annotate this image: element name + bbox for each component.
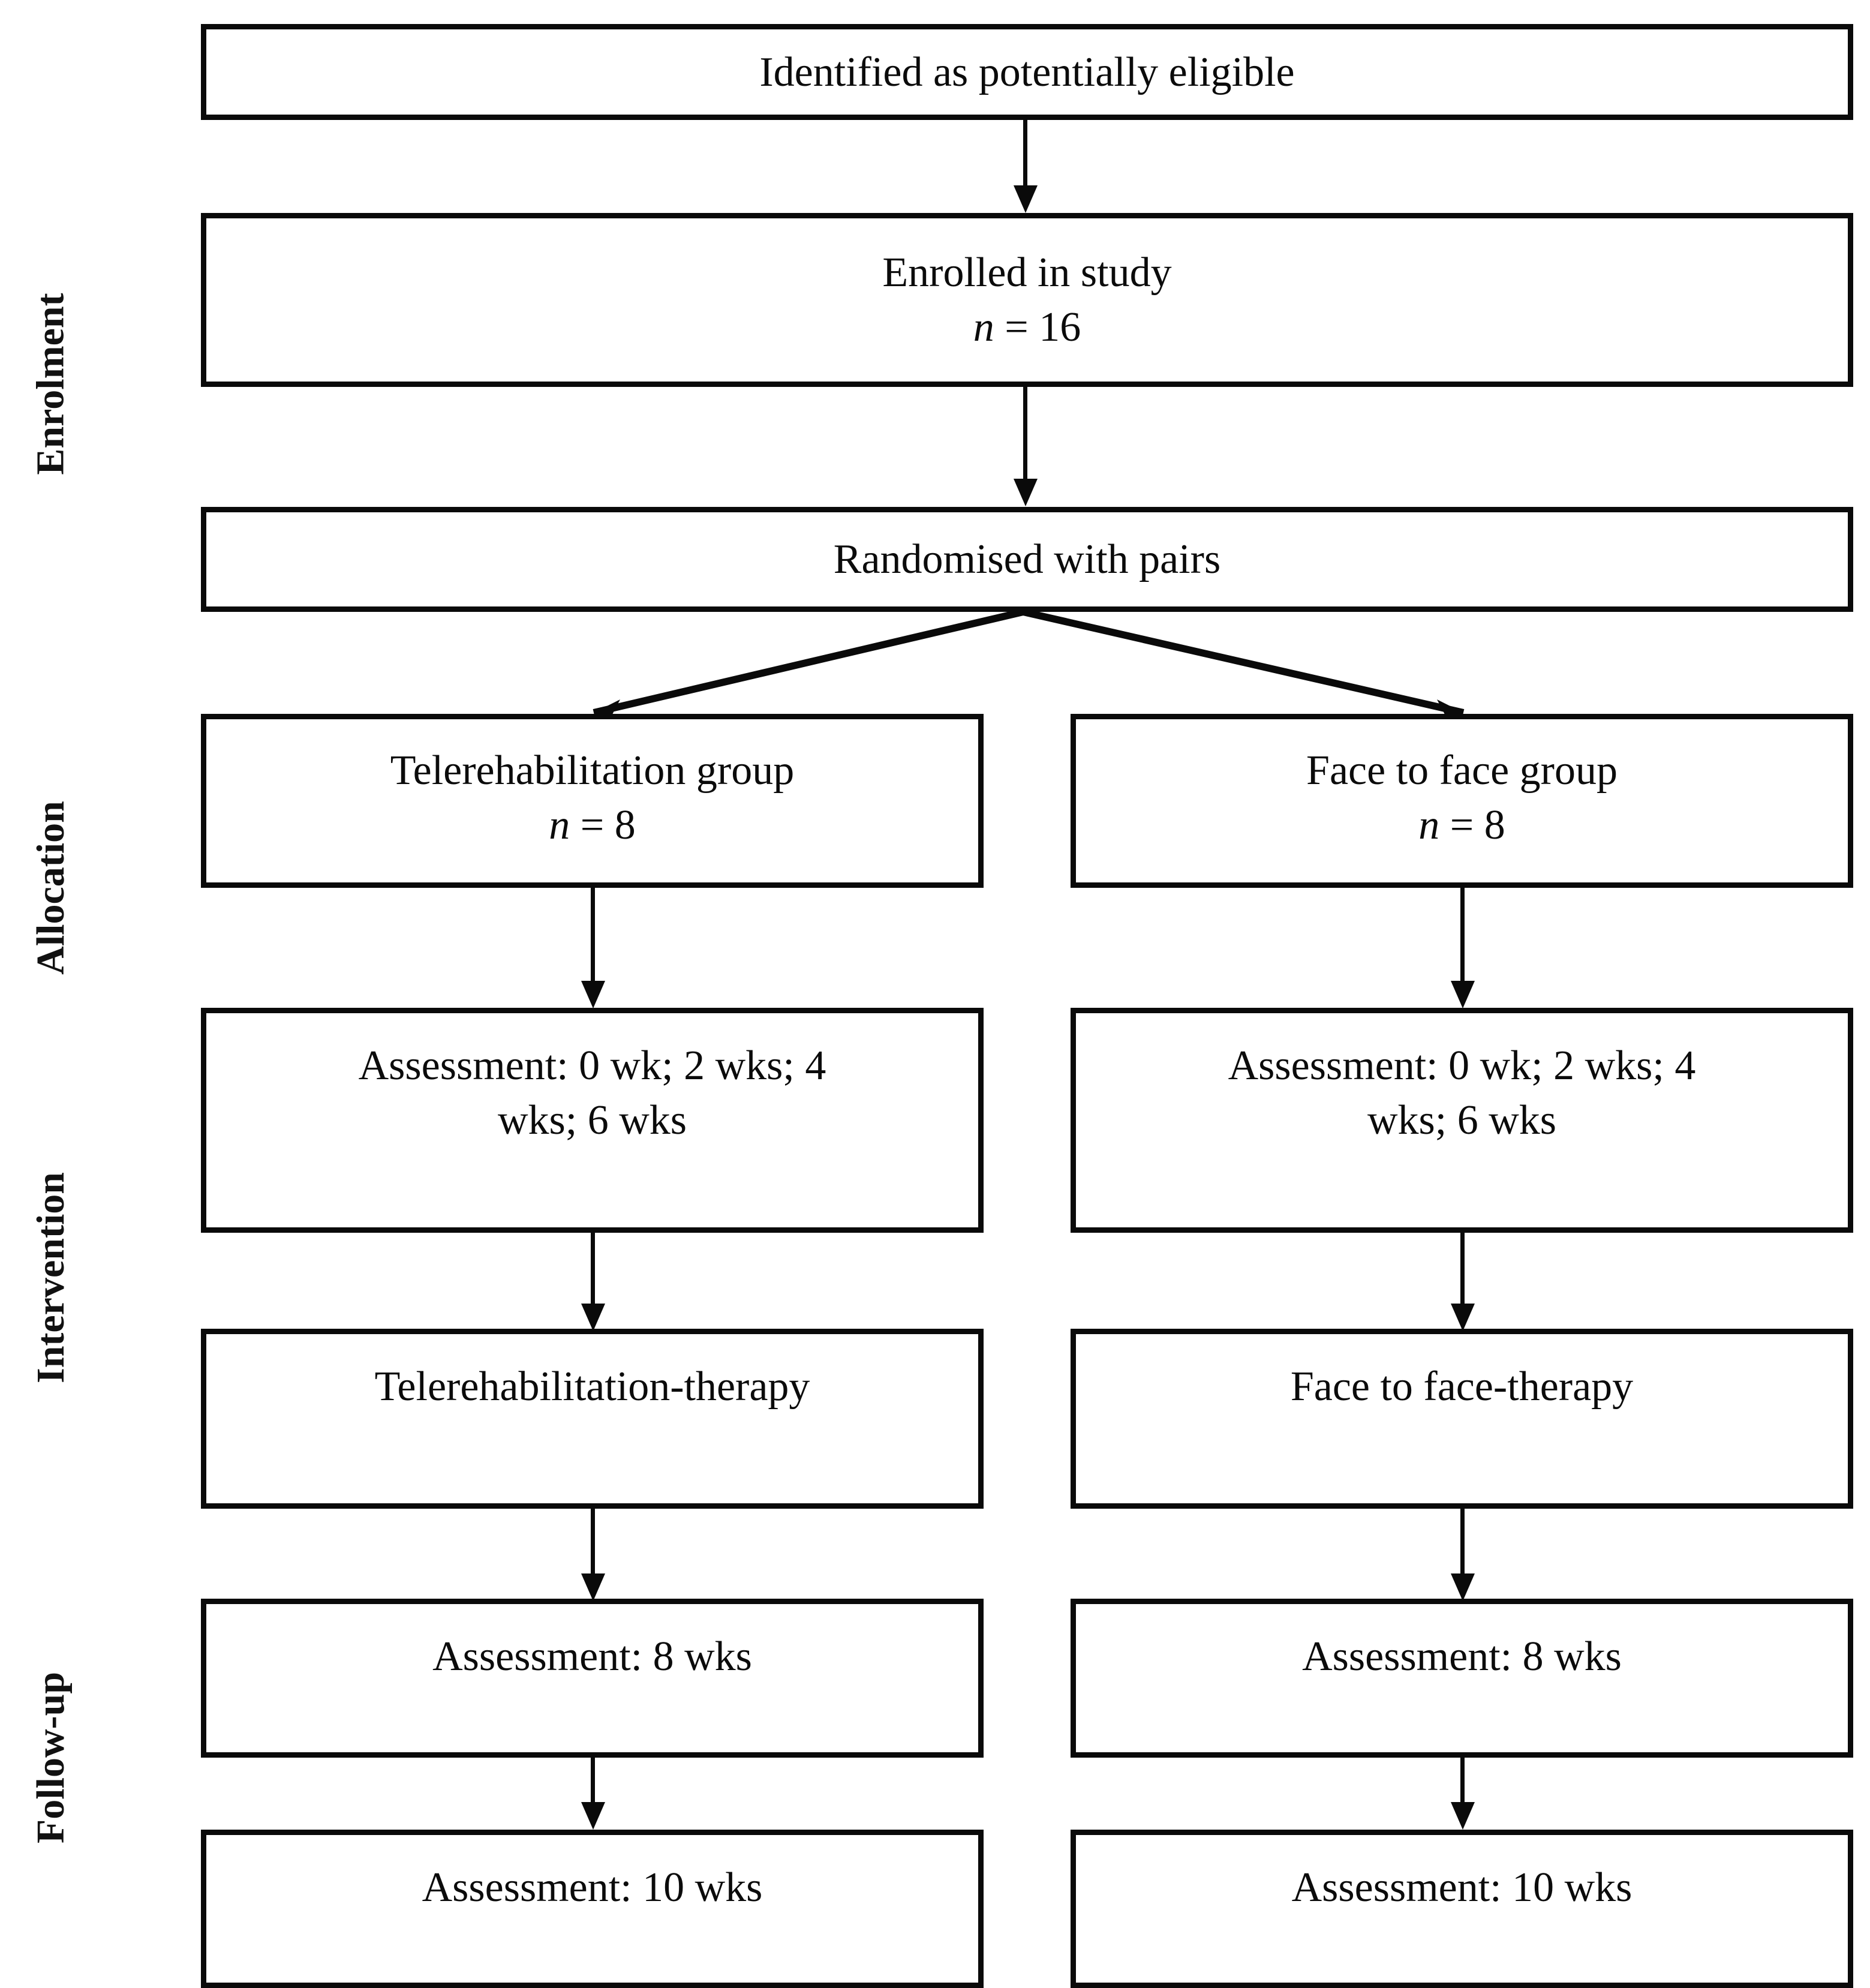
node-tele-assessment-early: Assessment: 0 wk; 2 wks; 4 wks; 6 wks [201, 1008, 984, 1233]
node-enrolled-line1: Enrolled in study [882, 250, 1172, 296]
node-face-to-face-group-text: Face to face group n = 8 [1096, 743, 1827, 852]
node-face-to-face-therapy: Face to face-therapy [1071, 1329, 1853, 1509]
node-enrolled-n-value: = 16 [1005, 304, 1081, 350]
node-tele-assessment-8wks-text: Assessment: 8 wks [432, 1633, 752, 1680]
node-tele-assess-early-line1: Assessment: 0 wk; 2 wks; 4 [358, 1043, 826, 1089]
node-tele-group-line1: Telerehabilitation group [390, 747, 795, 794]
node-enrolled-n-symbol: n [973, 304, 994, 350]
connector-f2f-assessment8-to-assessment10 [1451, 1758, 1475, 1830]
connector-identified-to-enrolled [1014, 120, 1038, 213]
node-face-to-face-group: Face to face group n = 8 [1071, 714, 1853, 888]
node-enrolled-n: n = 16 [227, 300, 1827, 355]
node-f2f-group-n-symbol: n [1418, 802, 1440, 848]
node-tele-group-n-symbol: n [549, 802, 570, 848]
stage-label-enrolment-text: Enrolment [29, 293, 73, 475]
node-f2f-assess-early-line2: wks; 6 wks [1367, 1097, 1557, 1143]
node-f2f-assessment-10wks-text: Assessment: 10 wks [1291, 1864, 1633, 1911]
node-tele-group-n: n = 8 [227, 798, 958, 852]
stage-label-followup: Follow-up [0, 1572, 102, 1944]
connector-f2f-therapy-to-assessment8 [1451, 1509, 1475, 1601]
node-f2f-assess-early-line1: Assessment: 0 wk; 2 wks; 4 [1228, 1043, 1696, 1089]
arrowhead-icon [1014, 185, 1038, 213]
node-randomised-with-pairs: Randomised with pairs [201, 507, 1853, 612]
node-f2f-assessment-8wks-text: Assessment: 8 wks [1302, 1633, 1622, 1680]
node-f2f-group-line1: Face to face group [1306, 747, 1618, 794]
arrowhead-icon [1014, 479, 1038, 506]
arrowhead-icon [581, 1802, 605, 1830]
node-face-to-face-therapy-text: Face to face-therapy [1290, 1364, 1634, 1410]
stage-label-enrolment: Enrolment [0, 198, 102, 570]
node-tele-assessment-8wks: Assessment: 8 wks [201, 1599, 984, 1758]
connector-enrolled-to-randomised [1014, 387, 1038, 507]
node-telerehabilitation-therapy-text: Telerehabilitation-therapy [374, 1364, 810, 1410]
arrowhead-icon [1451, 1573, 1475, 1601]
node-enrolled-in-study-text: Enrolled in study n = 16 [227, 245, 1827, 355]
arrowhead-icon [1451, 1802, 1475, 1830]
node-tele-assessment-10wks: Assessment: 10 wks [201, 1830, 984, 1988]
node-identified-eligible-text: Identified as potentially eligible [759, 49, 1295, 95]
node-tele-assessment-early-text: Assessment: 0 wk; 2 wks; 4 wks; 6 wks [227, 1038, 958, 1148]
node-tele-assessment-10wks-text: Assessment: 10 wks [422, 1864, 763, 1911]
node-tele-assess-early-line2: wks; 6 wks [497, 1097, 687, 1143]
node-identified-eligible: Identified as potentially eligible [201, 24, 1853, 120]
node-f2f-group-n: n = 8 [1096, 798, 1827, 852]
node-f2f-assessment-early-text: Assessment: 0 wk; 2 wks; 4 wks; 6 wks [1096, 1038, 1827, 1148]
node-f2f-assessment-10wks: Assessment: 10 wks [1071, 1830, 1853, 1988]
node-telerehabilitation-group-text: Telerehabilitation group n = 8 [227, 743, 958, 852]
node-enrolled-in-study: Enrolled in study n = 16 [201, 213, 1853, 387]
node-telerehabilitation-group: Telerehabilitation group n = 8 [201, 714, 984, 888]
node-telerehabilitation-therapy: Telerehabilitation-therapy [201, 1329, 984, 1509]
connector-tele-therapy-to-assessment8 [581, 1509, 605, 1601]
node-f2f-assessment-8wks: Assessment: 8 wks [1071, 1599, 1853, 1758]
arrowhead-icon [581, 1573, 605, 1601]
node-tele-group-n-value: = 8 [580, 802, 636, 848]
stage-label-followup-text: Follow-up [29, 1671, 73, 1844]
node-f2f-assessment-early: Assessment: 0 wk; 2 wks; 4 wks; 6 wks [1071, 1008, 1853, 1233]
node-f2f-group-n-value: = 8 [1450, 802, 1505, 848]
connector-tele-assessment8-to-assessment10 [581, 1758, 605, 1830]
node-randomised-with-pairs-text: Randomised with pairs [833, 536, 1221, 582]
